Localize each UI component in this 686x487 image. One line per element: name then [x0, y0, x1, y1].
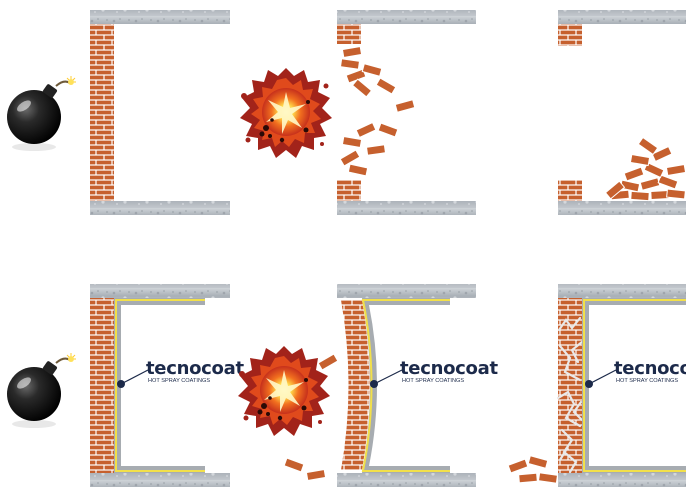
concrete-slab-top [337, 284, 476, 298]
concrete-slab-top [558, 284, 686, 298]
brick-wall [90, 298, 114, 473]
brick-stub-top [337, 24, 361, 44]
brick-wall [90, 24, 114, 201]
flying-bricks [508, 456, 557, 483]
concrete-slab-bottom [337, 473, 476, 487]
concrete-slab-bottom [558, 473, 686, 487]
coating-edge-line [116, 300, 205, 471]
row-unprotected [7, 10, 686, 215]
brand-name: tecnocoat [400, 358, 498, 379]
row-coated: tecnocoat HOT SPRAY COATINGS tecnocoat H… [7, 284, 686, 487]
intact-wall-panel [90, 10, 230, 215]
bomb-icon [7, 353, 76, 428]
brand-name: tecnocoat [146, 358, 244, 379]
collapsed-wall-panel [558, 10, 686, 215]
tecnocoat-callout: tecnocoat HOT SPRAY COATINGS [117, 358, 244, 388]
brand-tagline: HOT SPRAY COATINGS [616, 378, 678, 384]
brick-wall-bulging [337, 298, 387, 473]
brick-stub-bottom [558, 180, 582, 201]
concrete-slab-bottom [90, 201, 230, 215]
tecnocoat-callout: tecnocoat HOT SPRAY COATINGS [370, 358, 498, 388]
concrete-slab-top [90, 10, 230, 24]
brand-tagline: HOT SPRAY COATINGS [148, 378, 210, 384]
concrete-slab-bottom [90, 473, 230, 487]
explosion-icon [240, 68, 332, 158]
tecnocoat-callout: tecnocoat HOT SPRAY COATINGS [585, 358, 686, 388]
coating-layer [114, 298, 205, 473]
coating-edge-line [584, 300, 686, 471]
concrete-slab-top [337, 10, 476, 24]
concrete-slab-bottom [558, 201, 686, 215]
concrete-slab-top [90, 284, 230, 298]
concrete-slab-top [558, 10, 686, 24]
explosion-icon [238, 346, 330, 436]
breaking-wall-panel [337, 10, 476, 215]
brick-stub-top [558, 24, 582, 46]
concrete-slab-bottom [337, 201, 476, 215]
bomb-icon [7, 76, 76, 151]
cracked-wall-panel: tecnocoat HOT SPRAY COATINGS [508, 284, 686, 487]
brick-rubble-pile [606, 138, 686, 201]
brick-stub-bottom [337, 180, 361, 201]
brand-name: tecnocoat [614, 358, 686, 379]
flying-bricks [340, 46, 415, 175]
coated-wall-panel: tecnocoat HOT SPRAY COATINGS [90, 284, 244, 487]
brand-tagline: HOT SPRAY COATINGS [402, 378, 464, 384]
coating-layer [582, 298, 686, 473]
